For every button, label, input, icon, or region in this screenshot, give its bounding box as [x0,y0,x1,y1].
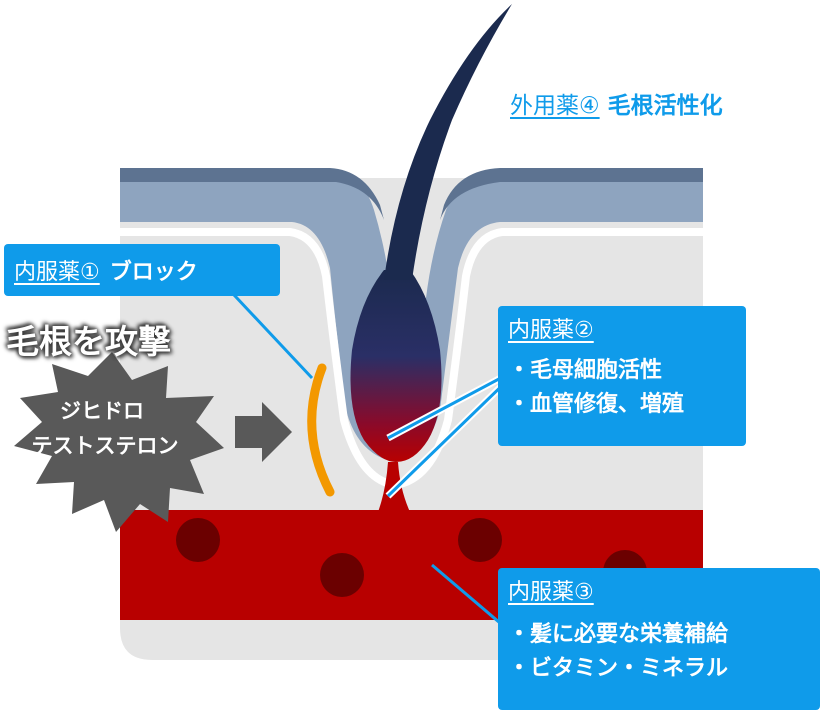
callout-medicine-3: 内服薬③ ・髪に必要な栄養補給 ・ビタミン・ミネラル [498,568,820,710]
callout1-pointer [218,278,314,380]
callout-medicine-2: 内服薬② ・毛母細胞活性 ・血管修復、増殖 [498,306,746,446]
callout2-title: 内服薬② [508,312,736,344]
callout3-number: 内服薬③ [508,580,594,605]
callout2-bullet: ・血管修復、増殖 [508,392,685,417]
callout3-title: 内服薬③ [508,574,810,606]
skin-surface-shadow [120,168,384,220]
topical-medicine-label: 外用薬④ 毛根活性化 [510,86,723,120]
callout1-effect: ブロック [109,260,198,285]
attack-title: 毛根を攻撃 [6,322,171,361]
arrow-right-icon [235,402,292,462]
callout-medicine-1: 内服薬① ブロック [4,244,280,296]
skin-surface-shadow-right [440,168,703,220]
blood-cell-icon [458,518,502,562]
dht-line2: テストステロン [31,434,179,458]
blood-cell-icon [176,518,220,562]
hair-icon [384,4,512,280]
block-barrier [307,363,335,497]
hair-bulb [350,270,442,462]
blood-cell-icon [320,553,364,597]
burst-icon [14,352,224,532]
callout3-bullet: ・ビタミン・ミネラル [508,656,729,681]
callout2-pointer-a-inner [387,370,513,440]
dht-line1: ジヒドロ [60,399,144,423]
topical-medicine-number: 外用薬④ [510,93,600,119]
callout2-number: 内服薬② [508,318,594,343]
callout2-bullet: ・毛母細胞活性 [508,358,663,383]
callout3-bullet: ・髪に必要な栄養補給 [508,622,729,647]
callout2-pointer-b-inner [386,374,514,498]
callout1-title: 内服薬① ブロック [14,254,270,286]
callout1-number: 内服薬① [14,260,100,285]
topical-medicine-effect: 毛根活性化 [607,93,723,119]
